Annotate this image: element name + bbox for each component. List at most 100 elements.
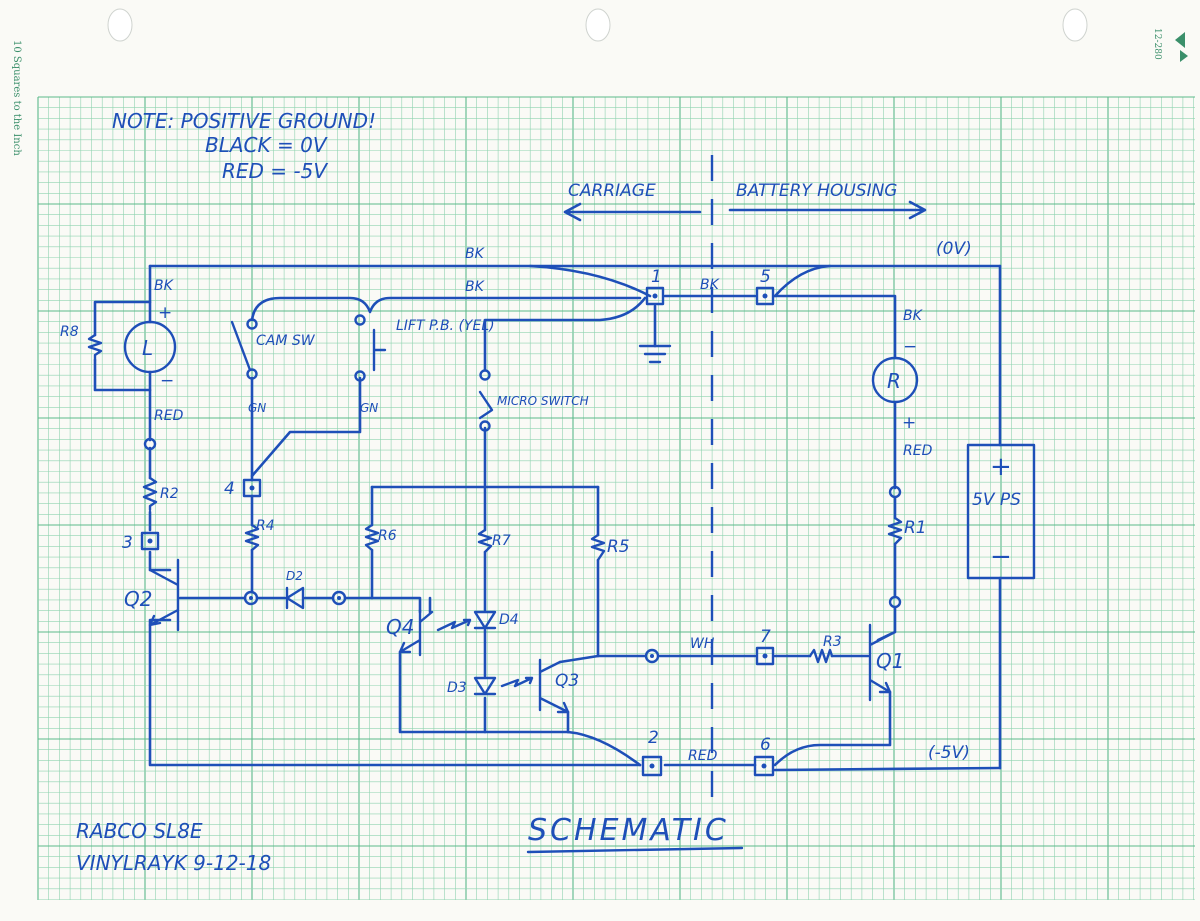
- terminal-4-label: 4: [224, 479, 235, 499]
- r8-resistor: [87, 333, 103, 362]
- terminal-4: [242, 478, 262, 498]
- terminal-2: [641, 755, 663, 777]
- label-r5: R5: [607, 537, 630, 557]
- label-q3: Q3: [555, 671, 579, 691]
- r2-resistor: [142, 476, 158, 512]
- label-lamp-minus: −: [160, 371, 174, 391]
- d2-diode: [285, 586, 305, 610]
- note-line-3: RED = -5V: [222, 159, 328, 183]
- rail-bottom-label: (-5V): [928, 743, 970, 763]
- micro-sw-blade: [478, 390, 494, 420]
- rail-top-label: (0V): [936, 239, 972, 259]
- note-line-2: BLACK = 0V: [205, 133, 328, 157]
- r1-resistor: [887, 516, 903, 546]
- terminal-1: [645, 286, 665, 306]
- label-red-right: RED: [903, 443, 933, 459]
- wire-t6-q1: [773, 690, 892, 767]
- label-red-lamp: RED: [154, 408, 184, 424]
- paper-brand-logo: [1175, 32, 1188, 62]
- d4-diode: [473, 610, 497, 630]
- terminal-5-label: 5: [760, 267, 771, 287]
- terminal-7: [755, 646, 775, 666]
- lamp-symbol: [123, 320, 177, 374]
- binder-hole: [585, 8, 611, 42]
- relay-coil: [871, 356, 919, 404]
- terminal-3-label: 3: [122, 533, 133, 553]
- arrow-battery: [728, 200, 927, 220]
- label-d4: D4: [499, 612, 519, 628]
- label-r3: R3: [823, 634, 842, 650]
- label-ps-minus: −: [990, 542, 1012, 572]
- node-d2: [331, 590, 347, 606]
- wire-q3-to-t2: [566, 730, 642, 767]
- terminal-6-dot: [761, 763, 767, 769]
- label-r4: R4: [256, 518, 275, 534]
- label-q4: Q4: [386, 615, 414, 639]
- lift-pb-button: [372, 328, 387, 372]
- wire-gn-lift: [250, 376, 362, 478]
- label-cam-sw: CAM SW: [256, 333, 316, 349]
- terminal-5-dot: [762, 293, 768, 299]
- node-d2-dot: [337, 596, 341, 600]
- wire-bk-second: [250, 296, 642, 322]
- node-lamp: [143, 437, 157, 451]
- wire-q4-emitter: [398, 650, 570, 734]
- wire-q4-base: [343, 596, 422, 614]
- d3-diode: [473, 676, 497, 696]
- label-bk-second: BK: [465, 279, 486, 295]
- label-red-bottom: RED: [688, 748, 718, 764]
- wire-q3-collector: [558, 654, 647, 664]
- wire-rail-to-t1: [528, 264, 652, 298]
- wiring: [93, 264, 1002, 772]
- r4-resistor: [244, 523, 260, 552]
- node-q2-base-dot: [249, 596, 253, 600]
- binder-hole: [1062, 8, 1088, 42]
- label-lamp: L: [142, 336, 153, 360]
- wire-t5-rail: [773, 264, 832, 298]
- binder-hole: [107, 8, 133, 42]
- terminal-7-label: 7: [760, 627, 771, 647]
- terminal-3: [140, 531, 160, 551]
- label-bk-between: BK: [700, 277, 721, 293]
- terminal-6-label: 6: [760, 735, 771, 755]
- paper-side-text: 10 Squares to the Inch: [11, 40, 22, 156]
- lift-pb-contact-top: [354, 314, 366, 326]
- label-d2: D2: [286, 569, 303, 583]
- label-r6: R6: [378, 528, 397, 544]
- terminal-6: [753, 755, 775, 777]
- label-bk-lamp: BK: [154, 278, 175, 294]
- section-label-carriage: CARRIAGE: [568, 181, 656, 201]
- node-relay: [888, 485, 902, 499]
- label-lift-pb: LIFT P.B. (YEL): [396, 318, 495, 334]
- node-wh-dot: [650, 654, 654, 658]
- q3-transistor: [538, 658, 570, 714]
- terminal-4-dot: [249, 485, 255, 491]
- micro-sw-contact-bottom: [479, 420, 491, 432]
- lift-pb-contact-bottom: [354, 370, 366, 382]
- terminal-3-dot: [147, 538, 153, 544]
- terminal-5: [755, 286, 775, 306]
- q1-transistor: [868, 623, 897, 702]
- d3-light-arrow: [500, 676, 534, 688]
- title-underline: [526, 846, 744, 854]
- terminal-2-label: 2: [648, 728, 659, 748]
- micro-sw-contact-top: [479, 369, 491, 381]
- node-wh: [644, 648, 660, 664]
- label-r7: R7: [492, 533, 511, 549]
- terminal-1-label: 1: [651, 267, 662, 287]
- q2-transistor: [148, 558, 180, 632]
- wire-micro-to-t1: [483, 296, 647, 372]
- label-d3: D3: [447, 680, 467, 696]
- r3-resistor: [808, 648, 834, 664]
- node-q1: [888, 595, 902, 609]
- r5-resistor: [590, 533, 606, 562]
- terminal-2-dot: [649, 763, 655, 769]
- r7-resistor: [477, 528, 493, 554]
- q4-transistor: [398, 608, 434, 657]
- wire-t5-relay: [773, 294, 897, 360]
- label-gn-lift: GN: [360, 401, 378, 415]
- drawing-title: SCHEMATIC: [528, 813, 729, 848]
- terminal-1-dot: [652, 293, 658, 299]
